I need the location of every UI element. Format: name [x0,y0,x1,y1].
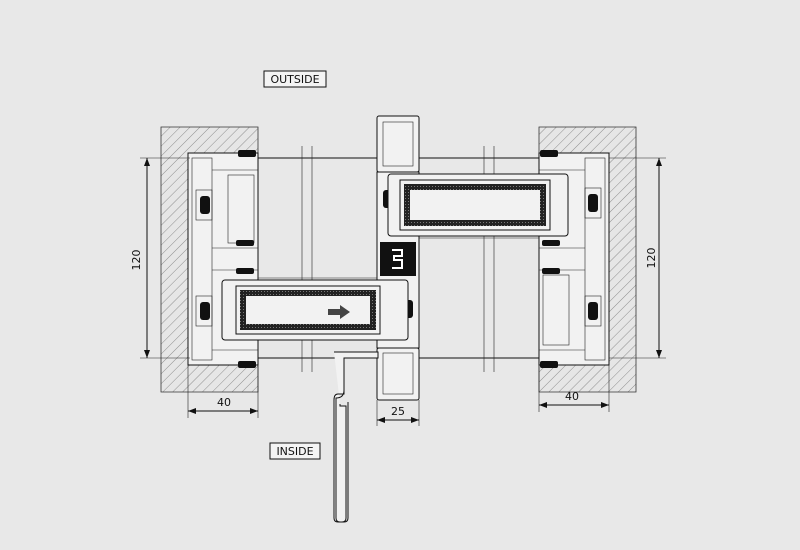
dimension-center-width: 25 [376,400,420,426]
outer-sliding-sash [387,173,569,237]
left-height-label: 120 [130,250,143,271]
dimension-left-width: 40 [187,365,259,418]
inside-label-text: INSIDE [276,445,313,458]
inside-sill-profile [333,351,379,523]
inner-sliding-sash [221,279,409,341]
left-width-label: 40 [217,396,231,409]
dimension-right-height: 120 [609,157,666,359]
slide-direction-arrow-icon [328,305,350,319]
right-width-label: 40 [565,390,579,403]
outside-label: OUTSIDE [263,70,327,88]
dimension-left-height: 120 [130,157,190,359]
dimension-right-width: 40 [538,365,610,412]
inside-label: INSIDE [269,442,321,460]
right-height-label: 120 [645,248,658,269]
center-width-label: 25 [391,405,405,418]
center-interlock-profile [376,115,420,401]
outside-label-text: OUTSIDE [270,73,319,86]
